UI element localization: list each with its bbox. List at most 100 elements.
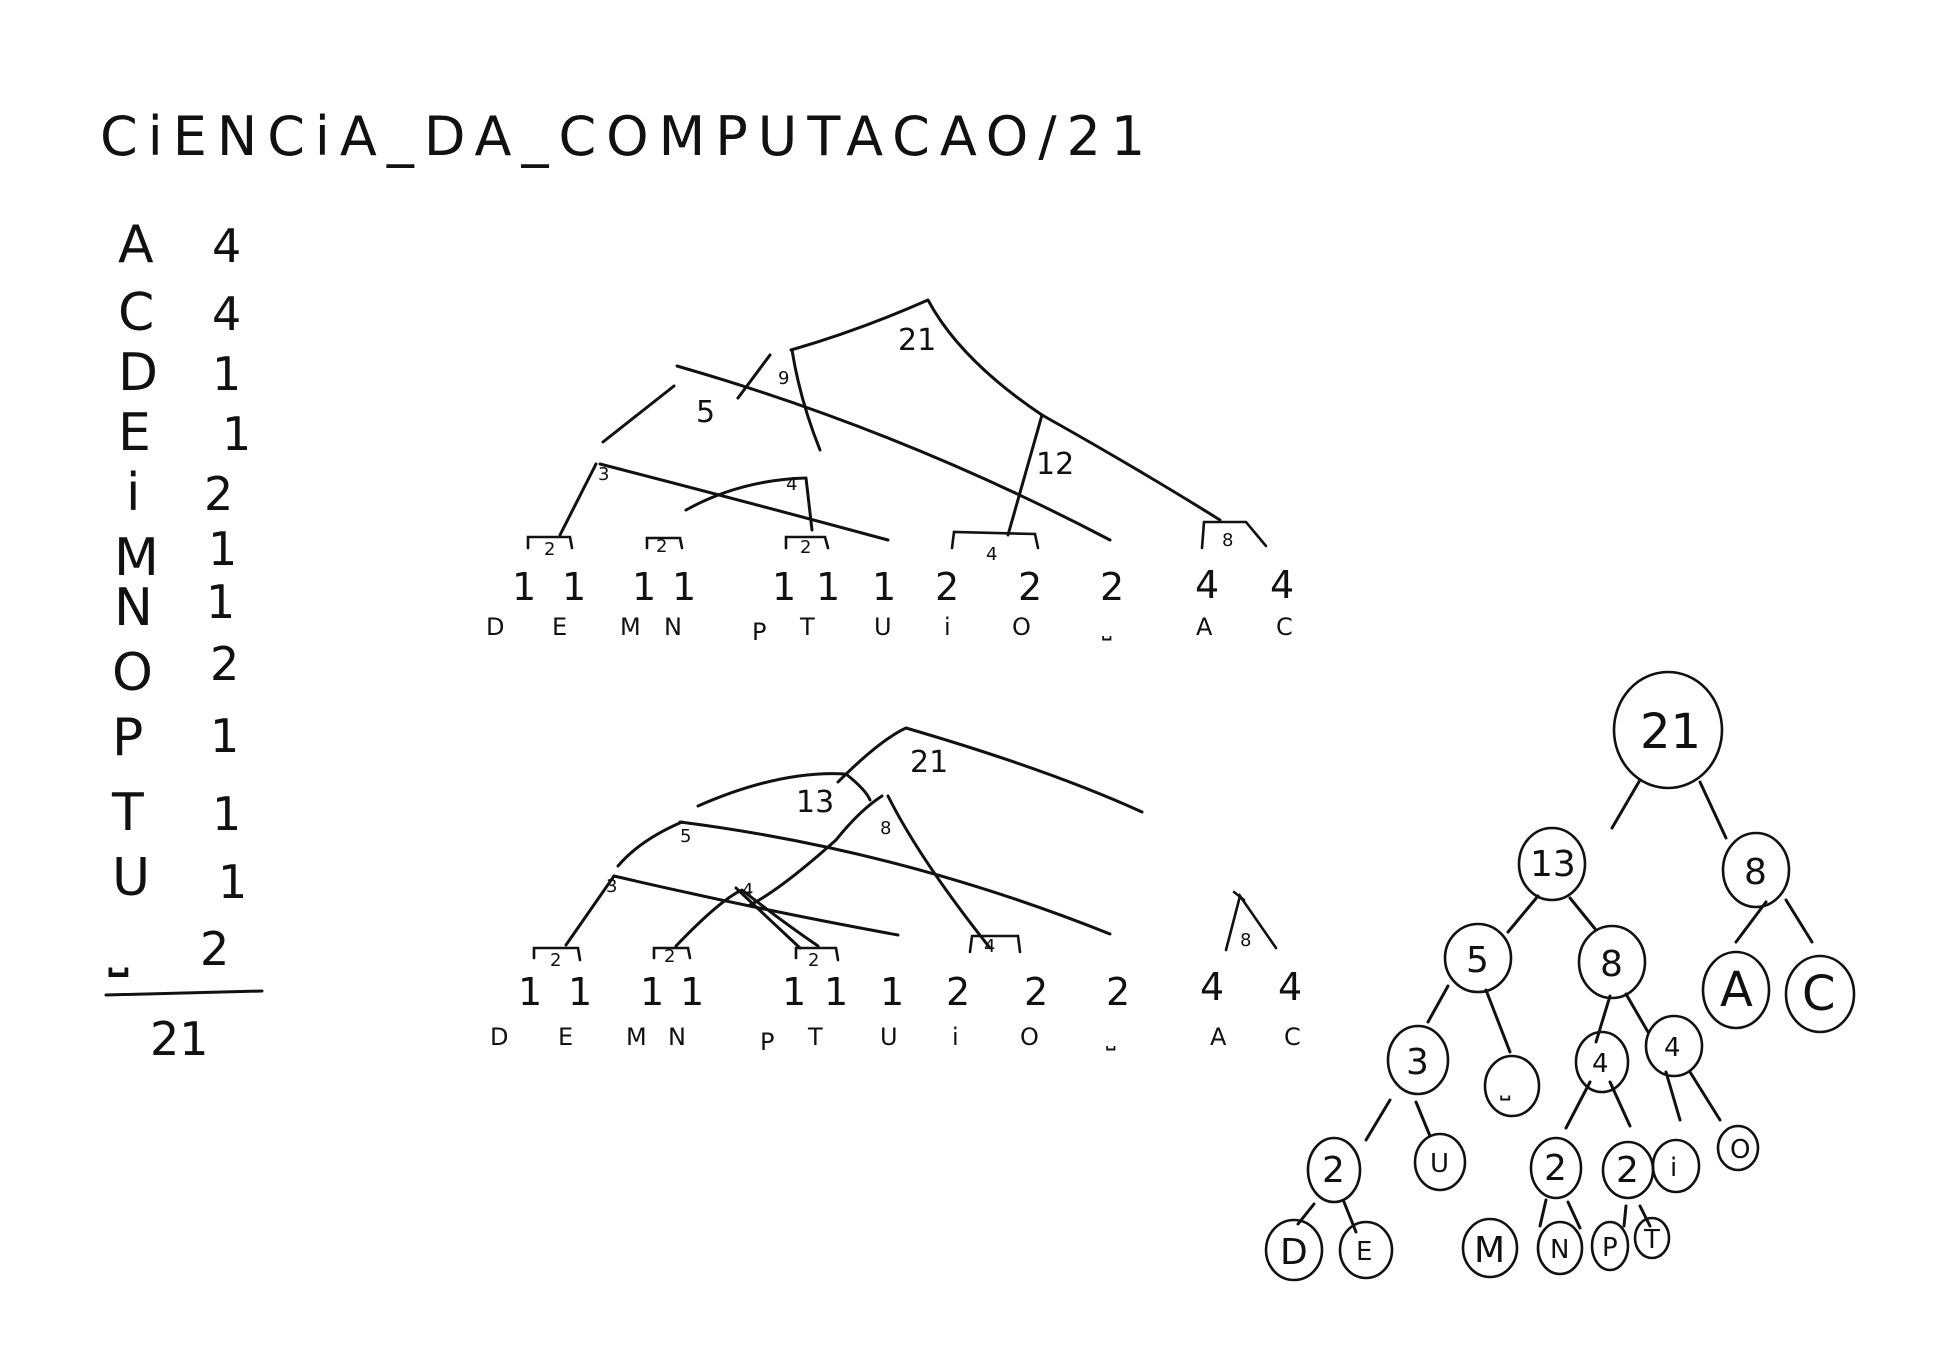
leaf-label: O	[1012, 613, 1031, 641]
tree-node	[1784, 954, 1856, 1034]
pair-bracket	[950, 530, 1040, 550]
table-count: 1	[210, 709, 239, 763]
table-symbol: P	[112, 708, 143, 768]
tree-edge	[1296, 1200, 1358, 1234]
tree-node	[1483, 1054, 1541, 1118]
huffman-tree-sketch-1: 1 1 1 1 1 1 1 2 2 2 4 4 D E M N P T U i …	[486, 298, 1294, 646]
leaf-label: E	[552, 613, 567, 641]
leaf-label: P	[760, 1028, 774, 1056]
table-count: 1	[212, 787, 241, 841]
tree-node-label: N	[1550, 1235, 1569, 1265]
table-symbol: A	[118, 215, 154, 275]
pair-weight: 8	[1240, 930, 1251, 951]
branch	[886, 794, 992, 950]
tree-edge	[1564, 1080, 1632, 1130]
table-count: 1	[206, 575, 235, 629]
tree-edge	[1594, 992, 1650, 1044]
huffman-tree-sketch-2: 1 1 1 1 1 1 1 2 2 2 4 4 D E M N P T U i …	[490, 726, 1302, 1056]
leaf-label: ⎵	[1106, 1023, 1116, 1051]
tree-edge	[1364, 1098, 1432, 1142]
leaf-label: M	[620, 613, 641, 641]
leaf-count: 1	[680, 970, 704, 1014]
tree-node-label: i	[1670, 1153, 1677, 1183]
leaf-count: 4	[1195, 563, 1219, 607]
leaf-label: ⎵	[1102, 613, 1112, 641]
tree-node-label: C	[1802, 966, 1836, 1022]
tree-edge	[1664, 1070, 1722, 1122]
tree-node	[1536, 1220, 1584, 1276]
table-count: 2	[200, 922, 229, 976]
table-symbol: U	[112, 848, 150, 908]
tree-node	[1590, 1220, 1630, 1272]
tree-node	[1577, 924, 1647, 1000]
pair-bracket	[784, 535, 830, 550]
pair-weight: 8	[1222, 530, 1233, 551]
branch	[564, 874, 616, 947]
tree-node-label: 4	[1592, 1049, 1609, 1079]
leaf-label: A	[1196, 613, 1213, 641]
branch	[684, 476, 814, 532]
tree-node-label: 2	[1322, 1150, 1345, 1191]
tree-node	[1461, 1217, 1519, 1279]
tree-node-label: A	[1720, 962, 1753, 1018]
table-count: 2	[210, 637, 239, 691]
branch	[1006, 413, 1044, 537]
tree-edge	[1538, 1198, 1582, 1230]
internal-weight: 3	[606, 876, 617, 897]
tree-node-label: M	[1474, 1230, 1505, 1271]
tree-node-label: 3	[1406, 1042, 1429, 1083]
pair-bracket	[1200, 520, 1268, 550]
tree-edge	[1506, 894, 1598, 934]
tree-edge	[1610, 778, 1728, 840]
pair-bracket	[968, 934, 1022, 954]
tree-edge	[1622, 1204, 1652, 1228]
leaf-label: C	[1276, 613, 1293, 641]
leaf-count: 1	[640, 970, 664, 1014]
tree-node	[1386, 1024, 1450, 1096]
table-symbol: C	[118, 283, 154, 343]
tree-node-label: O	[1730, 1135, 1750, 1165]
tree-node-label: P	[1602, 1233, 1618, 1263]
branch	[601, 384, 676, 444]
tree-node	[1633, 1216, 1671, 1260]
tree-edge	[1426, 984, 1512, 1054]
leaf-count: 1	[518, 970, 542, 1014]
leaf-count: 4	[1278, 965, 1302, 1009]
branch	[736, 353, 772, 400]
table-symbol: E	[118, 403, 151, 463]
pair-bracket	[652, 946, 692, 960]
pair-weight: 2	[808, 950, 819, 971]
branch	[598, 462, 890, 542]
branch	[734, 886, 802, 950]
tree-node-label: 13	[1530, 844, 1576, 885]
branch	[674, 888, 820, 948]
table-count: 1	[212, 347, 241, 401]
leaf-count: 2	[935, 565, 959, 609]
table-count: 2	[204, 467, 233, 521]
page-title: CiENCiA_DA_COMPUTACAO/21	[100, 105, 1155, 168]
leaf-label: A	[1210, 1023, 1227, 1051]
pair-weight: 2	[800, 537, 811, 558]
leaf-count: 4	[1270, 563, 1294, 607]
frequency-table: A 4 C 4 D 1 E 1 i 2 M 1 N 1 O 2 P 1 T 1 …	[104, 215, 264, 1066]
leaf-label: T	[807, 1023, 823, 1051]
branch	[1040, 413, 1222, 522]
tree-node	[1529, 1136, 1583, 1200]
internal-weight: 13	[796, 785, 834, 820]
leaf-count: 1	[872, 565, 896, 609]
table-count: 4	[212, 287, 241, 341]
table-count: 1	[218, 855, 247, 909]
branch	[675, 364, 1112, 542]
pair-weight: 2	[550, 950, 561, 971]
root-branch	[789, 298, 1044, 417]
internal-weight: 21	[898, 323, 936, 358]
leaf-count: 1	[816, 565, 840, 609]
internal-weight: 5	[696, 395, 715, 430]
leaf-count: 1	[672, 565, 696, 609]
tree-node-label: 8	[1600, 944, 1623, 985]
leaf-count: 1	[632, 565, 656, 609]
leaf-count: 1	[512, 565, 536, 609]
branch	[558, 462, 598, 537]
